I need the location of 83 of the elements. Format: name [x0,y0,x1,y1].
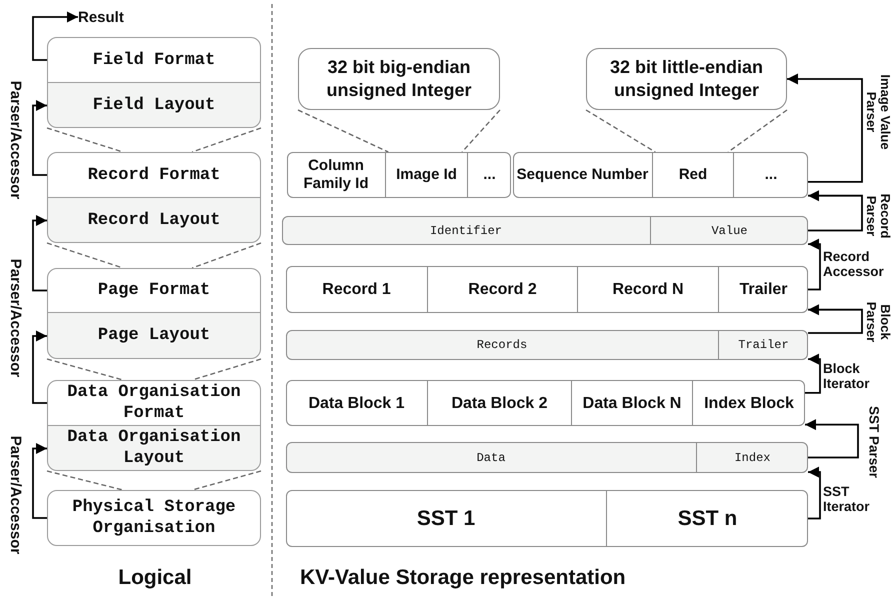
edge-label: SST Iterator [823,485,871,514]
dashed-line [46,358,262,381]
row-box [286,442,808,473]
storage-box [47,490,261,546]
row-box [286,490,808,547]
arrow [805,354,821,394]
cell-text: Red [678,166,708,184]
cell-text: Trailer [739,280,788,299]
cell-text: Index Block [704,394,794,412]
cell-text: Column Family Id [302,157,370,193]
cell-text: Data Block 1 [308,394,405,412]
arrow [32,330,47,404]
edge-label: Parser/Accessor [7,80,23,202]
edge-label: Record Parser [864,192,892,240]
format-cell [47,380,261,426]
callout-text: 32 bit big-endian unsigned Integer [325,56,472,102]
cell-text: Data Block 2 [451,394,548,412]
callout-box [586,48,787,110]
callout-box [298,48,500,110]
dashed-line [46,242,262,269]
cell-text: Record 2 [468,280,537,299]
dashed-line [585,109,788,153]
cell-text: Data Organisation Format [66,382,242,424]
cell-text: Page Format [98,280,210,301]
arrow [32,100,47,176]
callout-text: 32 bit little-endian unsigned Integer [608,56,764,102]
row-box [282,216,808,245]
cell-text: SST n [678,506,738,530]
cell-text: SST 1 [416,506,476,530]
cell-text: Record Layout [88,210,220,230]
format-cell [47,268,261,313]
column-heading: Logical [118,566,192,590]
arrow [808,466,821,520]
arrow [808,238,821,290]
cell-text: Image Id [396,166,457,184]
format-cell [47,37,261,83]
cell-text: Value [711,224,748,238]
arrow [32,12,78,61]
cell-text: Identifier [430,224,502,238]
dashed-line [46,127,262,153]
cell-text: ... [764,166,778,184]
cell-text: ... [483,166,496,184]
cell-text: Record 1 [322,280,391,299]
arrow [32,215,47,292]
cell-text: Data Organisation Layout [66,427,242,469]
edge-label: Record Accessor [823,250,885,279]
cell-text: Record N [612,280,684,299]
cell-text: Data Block N [582,394,682,412]
layout-cell [47,198,261,243]
box-text: Physical Storage Organisation [71,497,237,539]
cell-text: Sequence Number [516,166,648,184]
cell-text: Field Layout [92,94,216,116]
arrow [787,74,863,183]
format-cell [47,152,261,198]
dashed-line [46,470,262,491]
row-box [286,330,808,360]
cell-text: Data [476,450,506,464]
result-text: Result [78,8,124,26]
dashed-line [297,109,501,153]
arrow [805,419,859,458]
edge-label: Image Value Parser [864,73,892,152]
edge-label: Parser/Accessor [7,258,23,380]
edge-label: Parser/Accessor [7,434,23,556]
edge-label: Block Iterator [823,362,871,391]
layout-cell [47,83,261,128]
row-box [286,266,808,313]
layout-cell [47,426,261,471]
cell-text: Page Layout [98,325,210,346]
row-box [513,152,808,198]
edge-label: Block Parser [864,300,892,344]
arrow [808,304,863,334]
cell-text: Record Format [88,164,220,186]
cell-text: Trailer [738,338,789,352]
row-box [286,380,805,426]
arrow [32,443,47,519]
row-box [287,152,511,198]
layout-cell [47,313,261,359]
cell-text: Index [734,450,770,464]
column-heading: KV-Value Storage representation [300,566,626,590]
cell-text: Field Format [92,50,216,70]
edge-label: SST Parser [866,404,880,480]
cell-text: Records [476,338,528,352]
arrow [808,190,863,232]
